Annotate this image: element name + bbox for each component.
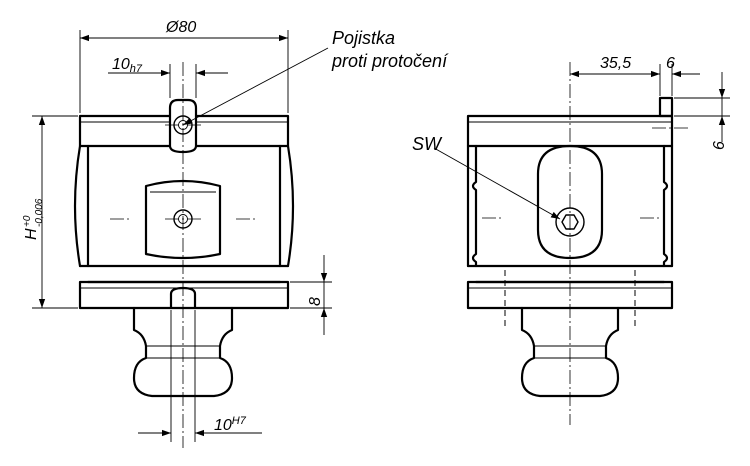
callout-line-2: proti protočení [331,51,449,71]
dimension-diameter [79,30,289,113]
pin-width-tolerance: h7 [130,63,143,75]
wrench-label: SW [412,134,443,154]
callout-line-1: Pojistka [332,28,395,48]
height-label-group: H +0 -0,006 [22,198,45,240]
slot-width-text: 10H7 [214,415,247,434]
diameter-label: Ø80 [165,19,196,36]
pin-length-label: 6 [666,55,675,72]
dimension-height [32,115,78,309]
dimension-pin-height [674,72,730,142]
callout-leader [182,47,329,126]
dimension-offset [570,64,700,96]
dimension-flange [290,255,332,335]
flange-label: 8 [307,297,324,306]
height-tol-lower: -0,006 [34,198,45,227]
sw-leader [433,147,561,220]
right-pin [658,96,674,118]
offset-label: 35,5 [600,55,631,72]
height-tol-upper: +0 [22,215,33,227]
dimension-pin-width [108,64,228,98]
slot-width-label: 10 [214,417,232,434]
pin-width-text: 10h7 [112,56,143,75]
dimension-slot-width [138,310,262,442]
pin-width-label: 10 [112,56,130,73]
left-view: Ø80 10h7 H +0 -0,006 [22,19,332,448]
slot-width-tolerance: H7 [232,415,247,427]
pin-height-label: 6 [711,141,728,150]
right-view: 35,5 6 6 [433,55,730,425]
height-label: H [23,228,40,240]
